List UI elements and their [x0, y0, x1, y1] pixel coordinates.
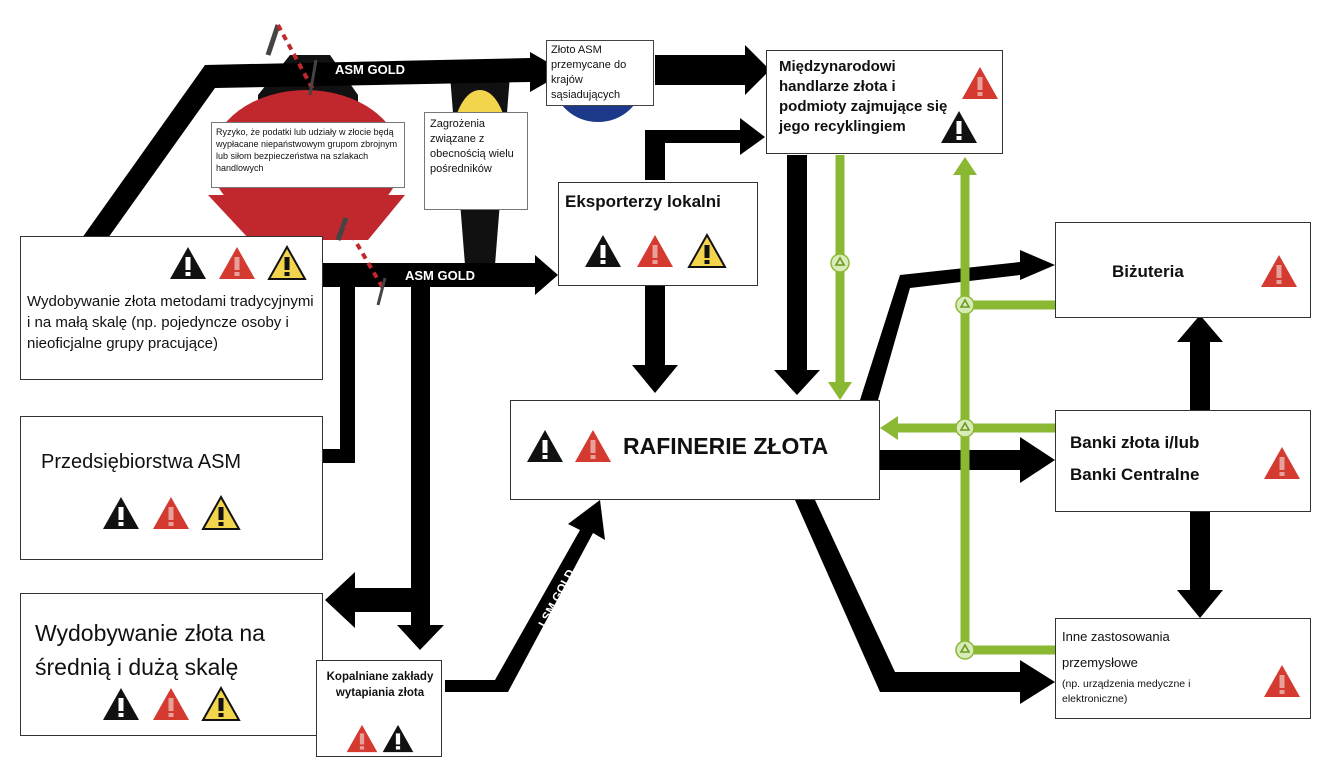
recycling-flow-arrows [835, 155, 1055, 655]
industrial-box: Inne zastosowania przemysłowe (np. urząd… [1055, 618, 1311, 719]
smelters-label: Kopalniane zakłady wytapiania złota [326, 671, 434, 699]
warning-yellow-icon [201, 686, 241, 722]
banks-label-line1: Banki złota i/lub [1070, 433, 1200, 452]
banks-to-industry [1177, 512, 1223, 618]
industrial-label-line2: przemysłowe [1062, 655, 1138, 670]
asm-top-flow-shaft [82, 58, 530, 238]
warning-black-icon [525, 428, 565, 464]
banks-box: Banki złota i/lub Banki Centralne [1055, 410, 1311, 512]
industrial-note: (np. urządzenia medyczne i elektroniczne… [1062, 678, 1191, 705]
lsm-label: Wydobywanie złota na średnią i dużą skal… [35, 620, 265, 680]
enterprises-connector [300, 287, 355, 463]
smuggling-note: Złoto ASM przemycane do krajów sąsiadują… [546, 40, 654, 106]
banks-to-jewelry [1177, 315, 1223, 410]
warning-black-icon [381, 723, 415, 754]
warning-red-icon [1262, 663, 1302, 699]
warning-red-icon [1262, 445, 1302, 481]
recycle-icon [830, 253, 850, 273]
warning-black-icon [583, 233, 623, 269]
banks-label-line2: Banki Centralne [1070, 465, 1200, 484]
asm-mid-flow-arrow [310, 255, 558, 295]
jewelry-box: Biżuteria [1055, 222, 1311, 318]
asm-traditional-box: Wydobywanie złota metodami tradycyjnymi … [20, 236, 323, 380]
black-flow-arrows [82, 45, 1223, 704]
warning-black-icon [101, 495, 141, 531]
exporters-to-traders [645, 118, 765, 180]
warning-black-icon [168, 245, 208, 281]
barrier-icon [265, 24, 318, 96]
warning-red-icon [151, 495, 191, 531]
warning-yellow-icon [687, 233, 727, 269]
jewelry-label: Biżuteria [1112, 262, 1184, 281]
asm-enterprises-label: Przedsiębiorstwa ASM [41, 451, 242, 473]
exporters-to-refineries [632, 240, 678, 393]
to-lsm-arrow [325, 572, 420, 628]
warning-red-icon [345, 723, 379, 754]
warning-red-icon [573, 428, 613, 464]
asm-gold-mid-label: ASM GOLD [405, 268, 475, 283]
warning-black-icon [101, 686, 141, 722]
recycling-arrowheads [828, 157, 977, 440]
recycle-icon [955, 640, 975, 660]
armed-groups-note: Ryzyko, że podatki lub udziały w złocie … [211, 122, 405, 188]
refineries-box: RAFINERIE ZŁOTA [510, 400, 880, 500]
warning-red-icon [217, 245, 257, 281]
recycle-icon [955, 418, 975, 438]
lsm-box: Wydobywanie złota na średnią i dużą skal… [20, 593, 323, 736]
industrial-label-line1: Inne zastosowania [1062, 629, 1170, 644]
exporters-box: Eksporterzy lokalni [558, 182, 758, 286]
asm-top-arrowhead-b [655, 45, 770, 95]
warning-yellow-icon [201, 495, 241, 531]
refineries-label: RAFINERIE ZŁOTA [623, 433, 829, 459]
lsm-gold-arrow [445, 500, 605, 692]
recycle-icon [955, 295, 975, 315]
asm-traditional-label: Wydobywanie złota metodami tradycyjnymi … [27, 293, 314, 352]
barrier-icon [335, 217, 387, 306]
to-smelters-arrow [397, 287, 444, 650]
warning-red-icon [1259, 253, 1299, 289]
warning-yellow-icon [267, 245, 307, 281]
warning-red-icon [635, 233, 675, 269]
traders-label: Międzynarodowi handlarze złota i podmiot… [779, 58, 948, 135]
refineries-to-jewelry [860, 250, 1055, 400]
smelters-box: Kopalniane zakłady wytapiania złota [316, 660, 442, 757]
asm-enterprises-box: Przedsiębiorstwa ASM [20, 416, 323, 560]
traders-box: Międzynarodowi handlarze złota i podmiot… [766, 50, 1003, 154]
traders-to-refineries [774, 155, 820, 395]
asm-gold-top-label: ASM GOLD [335, 62, 405, 77]
warning-red-icon [960, 65, 1000, 101]
warning-black-icon [939, 109, 979, 145]
exporters-label: Eksporterzy lokalni [565, 192, 721, 211]
refineries-to-industry [795, 500, 1055, 704]
warning-red-icon [151, 686, 191, 722]
intermediaries-note: Zagrożenia związane z obecnością wielu p… [424, 112, 528, 210]
